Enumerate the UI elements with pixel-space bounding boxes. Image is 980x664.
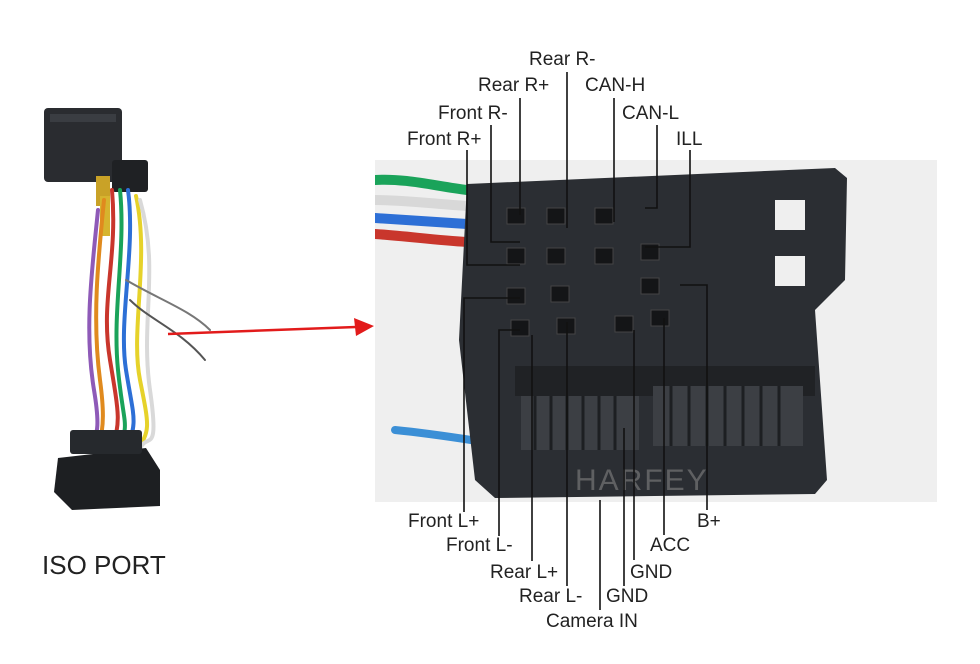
label-rear-r-plus: Rear R+ [478,75,550,96]
harness-module-box [44,108,122,182]
iso-harness-image [44,108,211,510]
iso-port-caption: ISO PORT [42,550,166,580]
label-front-r-plus: Front R+ [407,129,482,150]
label-rear-r-minus: Rear R- [529,49,596,70]
watermark-text: HARFEY [575,464,709,497]
connector-photo: HARFEY [370,160,937,502]
iso-connector-shape [54,448,160,510]
label-rear-l-plus: Rear L+ [490,562,559,583]
label-can-l: CAN-L [622,103,680,124]
label-gnd-1: GND [630,562,673,583]
label-front-l-minus: Front L- [446,535,513,556]
label-rear-l-minus: Rear L- [519,586,583,607]
label-camera-in: Camera IN [546,611,638,632]
label-can-h: CAN-H [585,75,646,96]
label-front-l-plus: Front L+ [408,511,480,532]
label-b-plus: B+ [697,511,721,532]
label-front-r-minus: Front R- [438,103,508,124]
label-ill: ILL [676,129,703,150]
label-gnd-2: GND [606,586,649,607]
label-acc: ACC [650,535,691,556]
